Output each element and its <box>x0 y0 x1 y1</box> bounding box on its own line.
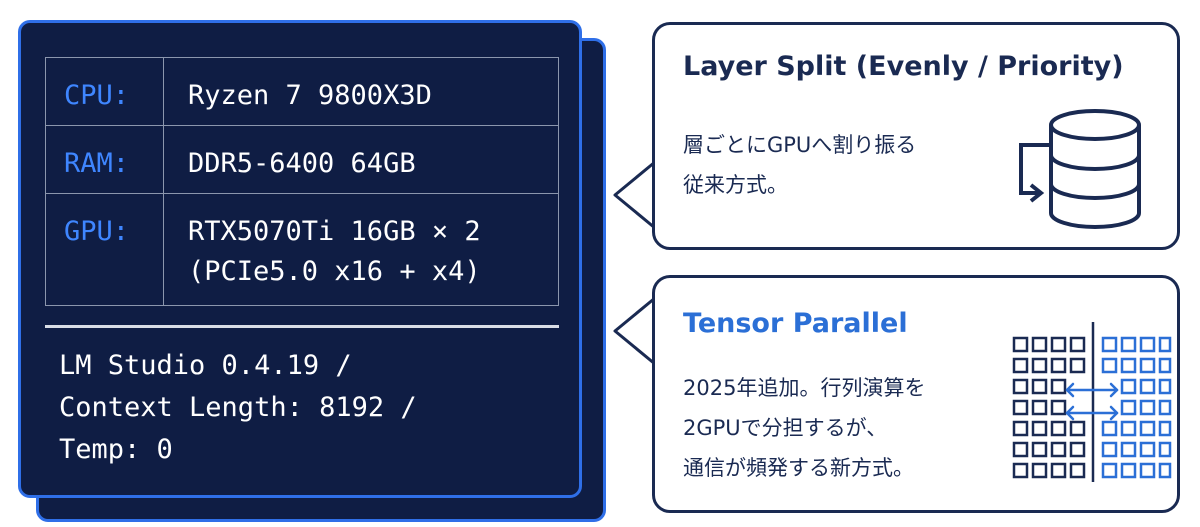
spec-divider <box>45 325 559 328</box>
footer-line: Context Length: 8192 / <box>59 392 417 423</box>
callout-text-line: 2GPUで分担するが、 <box>683 416 888 440</box>
spec-key: RAM: <box>45 125 164 194</box>
spec-value-line: RTX5070Ti 16GB × 2 <box>188 216 481 247</box>
spec-row-gpu: GPU: RTX5070Ti 16GB × 2 (PCIe5.0 x16 + x… <box>45 193 559 306</box>
spec-panel: CPU: Ryzen 7 9800X3D RAM: DDR5-6400 64GB… <box>18 20 582 498</box>
footer-line: LM Studio 0.4.19 / <box>59 350 352 381</box>
callout-text: 2025年追加。行列演算を 2GPUで分担するが、 通信が頻発する新方式。 <box>683 368 1003 488</box>
callout-layer-split: Layer Split (Evenly / Priority) 層ごとにGPUへ… <box>652 22 1180 250</box>
spec-key: CPU: <box>45 57 164 126</box>
spec-value-line: DDR5-6400 64GB <box>188 148 416 179</box>
spec-value: DDR5-6400 64GB <box>163 125 559 194</box>
database-icon <box>1019 109 1141 229</box>
callout-text-line: 従来方式。 <box>683 173 788 197</box>
spec-footer: LM Studio 0.4.19 / Context Length: 8192 … <box>59 345 569 471</box>
callout-text-line: 2025年追加。行列演算を <box>683 376 926 400</box>
spec-table: CPU: Ryzen 7 9800X3D RAM: DDR5-6400 64GB… <box>45 57 559 306</box>
spec-value-line: Ryzen 7 9800X3D <box>188 80 432 111</box>
callout-text: 層ごとにGPUへ割り振る 従来方式。 <box>683 125 1003 205</box>
spec-row-cpu: CPU: Ryzen 7 9800X3D <box>45 57 559 126</box>
spec-value: Ryzen 7 9800X3D <box>163 57 559 126</box>
spec-row-ram: RAM: DDR5-6400 64GB <box>45 125 559 194</box>
split-grid-icon <box>1012 322 1172 482</box>
spec-value: RTX5070Ti 16GB × 2 (PCIe5.0 x16 + x4) <box>163 193 559 306</box>
footer-line: Temp: 0 <box>59 434 173 465</box>
callout-title: Tensor Parallel <box>683 308 908 339</box>
callout-text-line: 通信が頻発する新方式。 <box>683 456 914 480</box>
callout-text-line: 層ごとにGPUへ割り振る <box>683 133 917 157</box>
callout-title: Layer Split (Evenly / Priority) <box>683 51 1124 82</box>
callout-tensor-parallel: Tensor Parallel 2025年追加。行列演算を 2GPUで分担するが… <box>652 275 1180 513</box>
spec-key: GPU: <box>45 193 164 306</box>
spec-value-line: (PCIe5.0 x16 + x4) <box>188 256 481 287</box>
